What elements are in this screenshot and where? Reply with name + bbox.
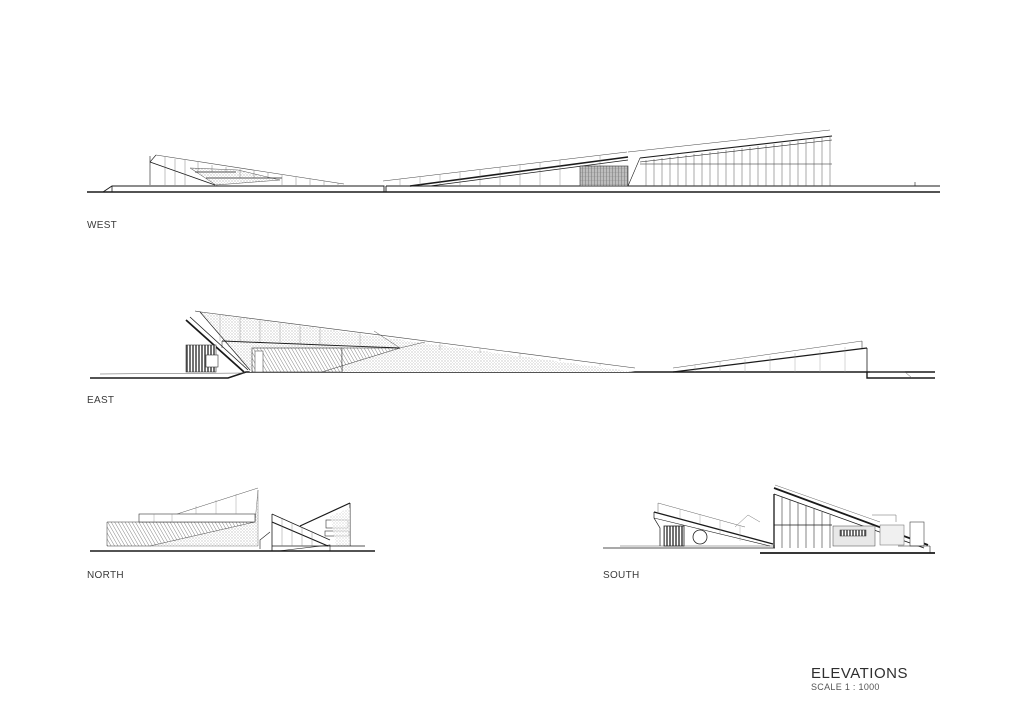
south-elevation-label: SOUTH xyxy=(603,570,640,581)
sheet-scale: SCALE 1 : 1000 xyxy=(811,682,880,692)
title-block: ELEVATIONS SCALE 1 : 1000 xyxy=(811,666,908,693)
west-elevation-label: WEST xyxy=(87,220,118,231)
east-elevation xyxy=(90,310,935,379)
sheet-title: ELEVATIONS xyxy=(811,665,908,682)
north-elevation-label: NORTH xyxy=(87,570,124,581)
south-elevation xyxy=(603,484,935,554)
west-elevation xyxy=(87,129,940,193)
east-elevation-label: EAST xyxy=(87,395,115,406)
north-elevation xyxy=(90,487,375,552)
